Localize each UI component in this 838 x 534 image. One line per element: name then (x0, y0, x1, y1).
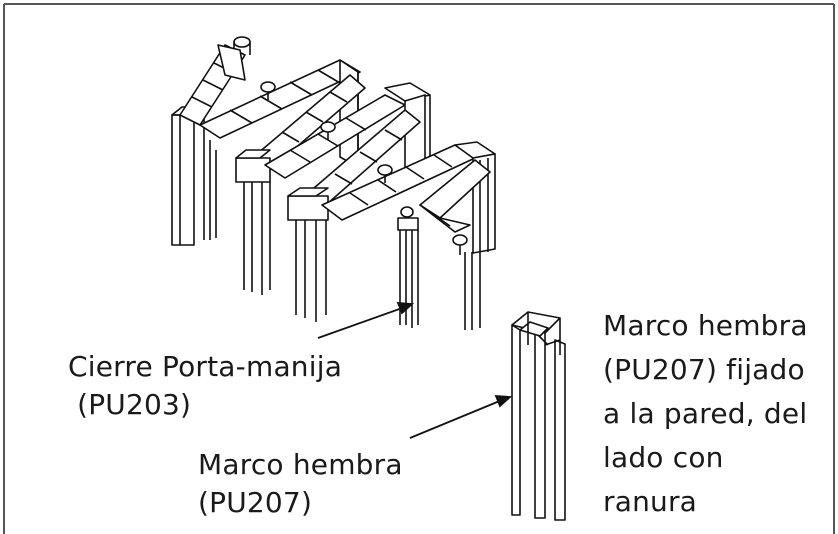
label-line: a la pared, del (603, 397, 808, 430)
door-post-3 (235, 149, 271, 295)
label-line: Cierre Porta-manija (68, 350, 343, 383)
knob-top (233, 36, 251, 55)
female-frame-illustration (511, 311, 566, 521)
arrow-to-cierre (317, 301, 415, 339)
label-marco-hembra-pared: Marco hembra (PU207) fijado a la pared, … (603, 304, 808, 524)
door-panel-1 (179, 44, 246, 126)
door-panel-2 (199, 59, 361, 139)
label-line: (PU203) (68, 388, 192, 421)
label-line: (PU207) fijado (603, 353, 805, 386)
door-post-7 (397, 217, 481, 330)
label-line: ranura (603, 485, 698, 518)
door-post-5 (287, 187, 329, 322)
knob-lower (400, 206, 414, 218)
label-line: lado con (603, 441, 724, 474)
label-line: Marco hembra (603, 309, 808, 342)
label-line: (PU207) (198, 486, 313, 519)
figure-border (3, 3, 835, 534)
label-cierre-porta-manija: Cierre Porta-manija (PU203) (68, 348, 342, 424)
label-line: Marco hembra (198, 448, 403, 481)
arrow-to-marco (409, 394, 513, 439)
label-marco-hembra: Marco hembra (PU207) (198, 446, 403, 522)
door-panel-7 (419, 159, 491, 255)
door-panel-6 (321, 144, 476, 221)
folding-door-illustration (171, 36, 496, 330)
